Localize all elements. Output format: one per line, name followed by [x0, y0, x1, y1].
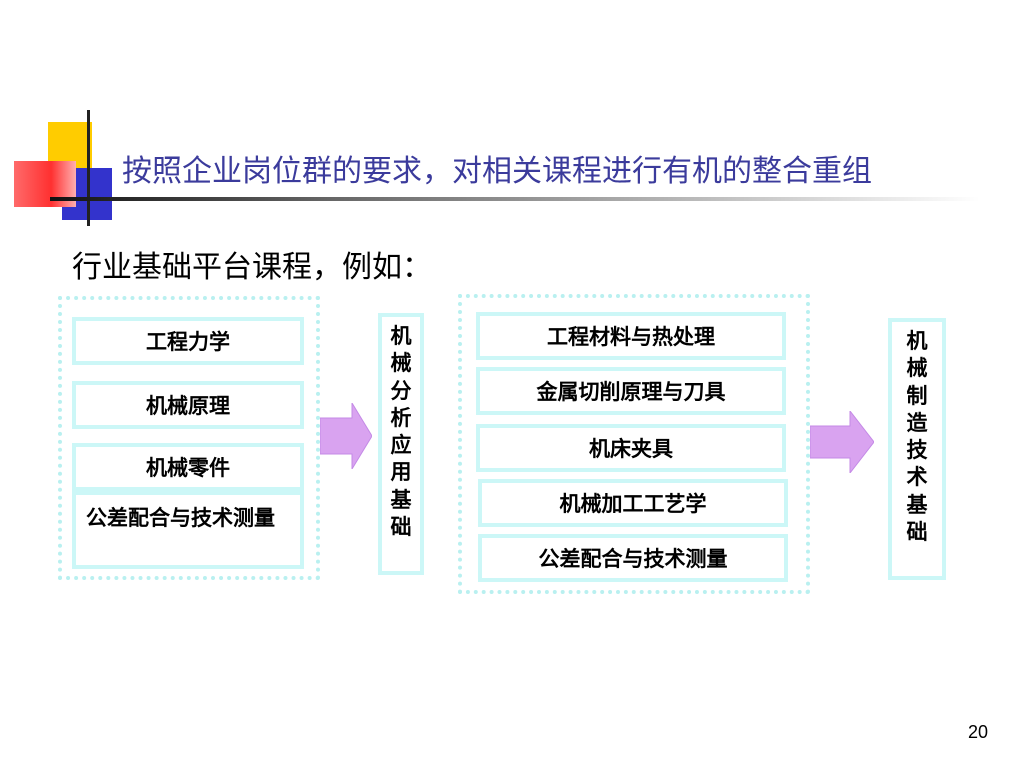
course-label: 工程材料与热处理	[547, 325, 715, 349]
course-label: 机床夹具	[589, 437, 673, 461]
course-box-left-2: 机械原理	[72, 381, 304, 429]
arrow-right-1	[320, 403, 372, 469]
final-summary-box: 机械制造技术基础	[888, 318, 946, 580]
course-label: 金属切削原理与刀具	[536, 380, 726, 404]
course-box-right-2: 金属切削原理与刀具	[476, 367, 786, 415]
arrow-right-2	[810, 411, 874, 473]
course-box-right-5: 公差配合与技术测量	[478, 534, 788, 582]
course-box-left-1: 工程力学	[72, 317, 304, 365]
title-underline	[50, 197, 980, 201]
course-label: 机械加工工艺学	[559, 492, 707, 516]
right-course-group	[458, 294, 810, 594]
course-box-right-3: 机床夹具	[476, 424, 786, 472]
course-label: 公差配合与技术测量	[538, 547, 728, 571]
slide-subtitle: 行业基础平台课程，例如：	[72, 250, 432, 285]
course-label: 机械原理	[146, 394, 230, 418]
page-number: 20	[968, 722, 989, 742]
course-box-left-4: 公差配合与技术测量	[72, 491, 304, 569]
course-label: 机械零件	[146, 456, 230, 480]
course-label: 工程力学	[146, 330, 230, 354]
slide-title: 按照企业岗位群的要求，对相关课程进行有机的整合重组	[122, 154, 872, 189]
middle-summary-box: 机械分析应用基础	[378, 313, 424, 575]
middle-summary-label: 机械分析应用基础	[390, 324, 412, 540]
course-label: 公差配合与技术测量	[86, 506, 275, 530]
decor-vertical-line	[87, 110, 90, 226]
course-box-right-4: 机械加工工艺学	[478, 479, 788, 527]
course-box-left-3: 机械零件	[72, 443, 304, 491]
course-box-right-1: 工程材料与热处理	[476, 312, 786, 360]
left-course-group	[58, 296, 320, 580]
final-summary-label: 机械制造技术基础	[906, 329, 928, 545]
